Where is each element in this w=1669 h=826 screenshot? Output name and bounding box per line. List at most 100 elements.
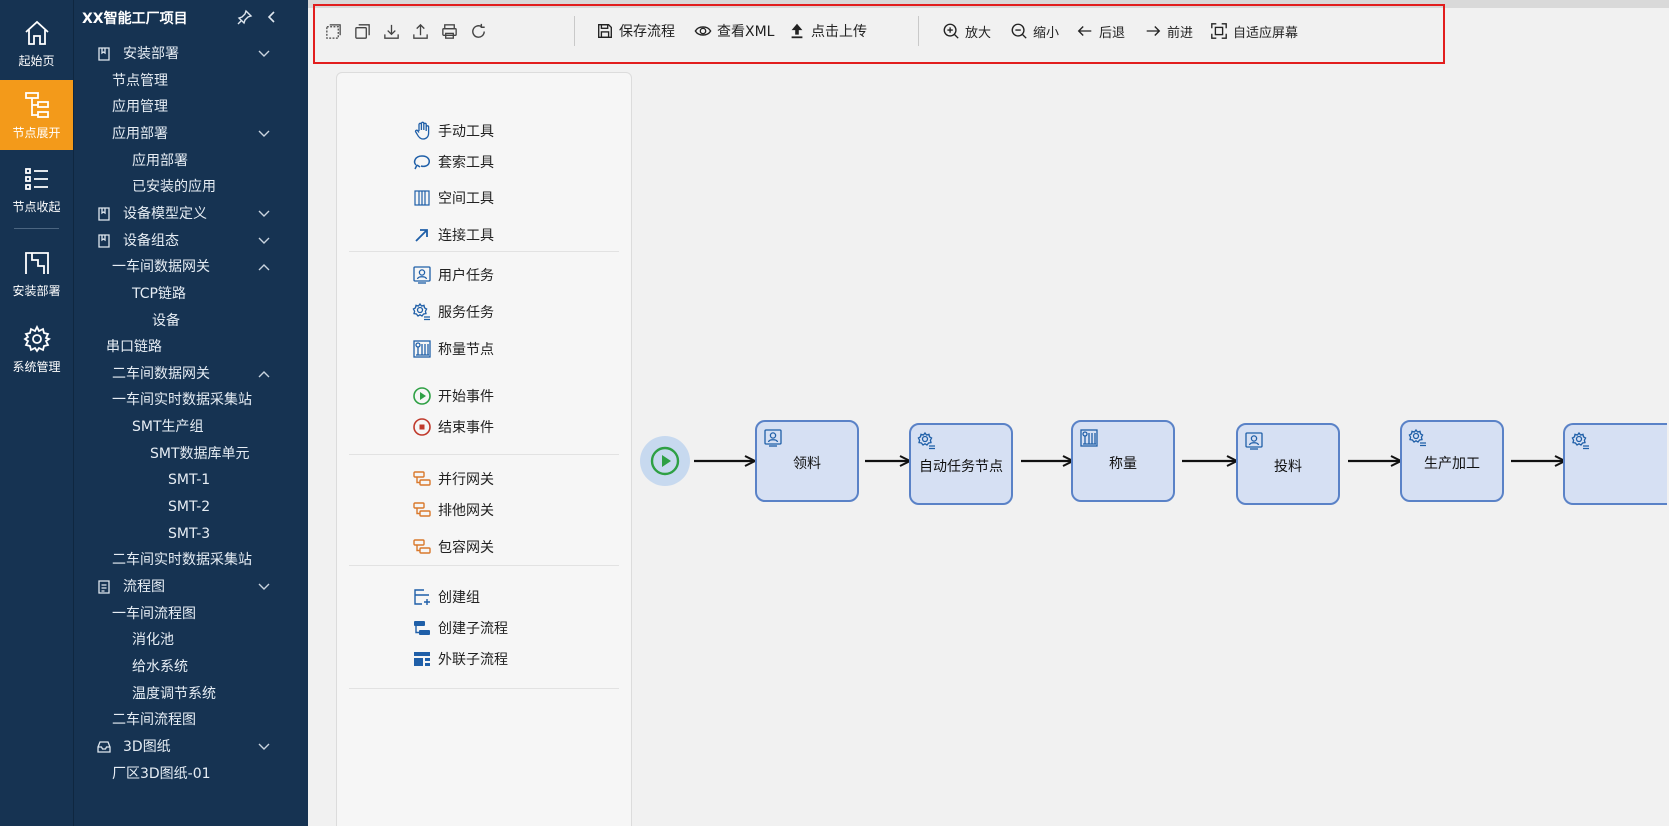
task-node[interactable]: 生产加工 xyxy=(1400,420,1504,502)
tree-item[interactable]: SMT-3 xyxy=(74,521,308,547)
task-node[interactable]: 称量 xyxy=(1071,420,1175,502)
tree-item[interactable]: SMT数据库单元 xyxy=(74,441,308,467)
task-node[interactable]: 投料 xyxy=(1236,423,1340,505)
pin-icon[interactable] xyxy=(237,9,253,25)
task-node[interactable]: 自动任务节点 xyxy=(909,423,1013,505)
palette-space-tool[interactable]: 空间工具 xyxy=(412,186,494,210)
tree-item[interactable]: 一车间数据网关 xyxy=(74,254,308,280)
zoom-out-button[interactable]: 缩小 xyxy=(1010,18,1059,44)
start-event-icon xyxy=(413,387,431,405)
project-sidebar: XX智能工厂项目 安装部署节点管理应用管理应用部署应用部署已安装的应用设备模型定… xyxy=(73,0,308,826)
rail-item-tree-collapse[interactable]: 节点收起 xyxy=(0,154,73,224)
copy-button[interactable] xyxy=(351,20,373,42)
workspace: 保存流程 查看XML 点击上传 放大 缩小 后退 前进 自适应屏 xyxy=(308,0,1669,826)
palette-parallel-gateway[interactable]: 并行网关 xyxy=(412,467,494,491)
tree-item-label: SMT生产组 xyxy=(132,419,204,435)
document-icon xyxy=(98,580,110,594)
save-flow-button[interactable]: 保存流程 xyxy=(596,18,675,44)
palette-service-task[interactable]: 服务任务 xyxy=(412,300,494,324)
tree-item-label: 3D图纸 xyxy=(123,739,171,755)
chevron-down-icon[interactable] xyxy=(258,130,270,138)
chevron-down-icon[interactable] xyxy=(258,237,270,245)
tree-item-label: 设备模型定义 xyxy=(123,206,207,222)
task-node[interactable] xyxy=(1563,423,1667,505)
undo-button[interactable]: 后退 xyxy=(1076,18,1125,44)
select-all-button[interactable] xyxy=(322,20,344,42)
tree-item-label: 一车间实时数据采集站 xyxy=(112,392,252,408)
tree-item[interactable]: 二车间流程图 xyxy=(74,707,308,733)
tree-item[interactable]: SMT生产组 xyxy=(74,414,308,440)
tree-item[interactable]: 一车间实时数据采集站 xyxy=(74,387,308,413)
gear-icon xyxy=(22,324,51,353)
tree-item[interactable]: 应用部署 xyxy=(74,121,308,147)
palette-connect-tool[interactable]: 连接工具 xyxy=(412,223,494,247)
palette-create-group[interactable]: 创建组 xyxy=(412,585,480,609)
tree-item[interactable]: 温度调节系统 xyxy=(74,681,308,707)
tree-item[interactable]: TCP链路 xyxy=(74,281,308,307)
tree-item[interactable]: 流程图 xyxy=(74,574,308,600)
print-button[interactable] xyxy=(438,20,460,42)
tree-item[interactable]: 一车间流程图 xyxy=(74,601,308,627)
rail-item-deploy[interactable]: 安装部署 xyxy=(0,238,73,308)
rail-item-system[interactable]: 系统管理 xyxy=(0,314,73,384)
tree-item-label: 应用部署 xyxy=(112,126,168,142)
tree-item[interactable]: 二车间数据网关 xyxy=(74,361,308,387)
toolbar-divider xyxy=(574,16,575,46)
save-flow-label: 保存流程 xyxy=(619,24,675,40)
rail-item-tree-expand[interactable]: 节点展开 xyxy=(0,80,73,150)
chevron-up-icon[interactable] xyxy=(258,370,270,378)
collapse-sidebar-icon[interactable] xyxy=(264,9,280,25)
palette-user-task[interactable]: 用户任务 xyxy=(412,263,494,287)
chevron-down-icon[interactable] xyxy=(258,50,270,58)
rail-item-home[interactable]: 起始页 xyxy=(0,8,73,78)
project-title: XX智能工厂项目 xyxy=(82,11,188,27)
chevron-down-icon[interactable] xyxy=(258,743,270,751)
view-xml-button[interactable]: 查看XML xyxy=(694,18,774,44)
task-node[interactable]: 领料 xyxy=(755,420,859,502)
tree-item[interactable]: 已安装的应用 xyxy=(74,174,308,200)
tree-item[interactable]: 消化池 xyxy=(74,627,308,653)
tree-item[interactable]: 厂区3D图纸-01 xyxy=(74,761,308,787)
print-icon xyxy=(441,23,457,39)
click-upload-button[interactable]: 点击上传 xyxy=(788,18,867,44)
tree-item[interactable]: 设备组态 xyxy=(74,228,308,254)
tree-item[interactable]: 节点管理 xyxy=(74,68,308,94)
tree-item[interactable]: 应用管理 xyxy=(74,94,308,120)
tree-item-label: 串口链路 xyxy=(106,339,162,355)
tree-item-label: 给水系统 xyxy=(132,659,188,675)
tree-item[interactable]: 二车间实时数据采集站 xyxy=(74,547,308,573)
tree-item[interactable]: 串口链路 xyxy=(74,334,308,360)
palette-create-subprocess[interactable]: 创建子流程 xyxy=(412,616,508,640)
tree-item[interactable]: SMT-2 xyxy=(74,494,308,520)
palette-inclusive-gateway[interactable]: 包容网关 xyxy=(412,535,494,559)
node-label: 领料 xyxy=(793,456,821,472)
zoom-in-button[interactable]: 放大 xyxy=(942,18,991,44)
tree-item[interactable]: 设备模型定义 xyxy=(74,201,308,227)
book-icon xyxy=(98,47,110,61)
chevron-down-icon[interactable] xyxy=(258,583,270,591)
palette-external-subprocess[interactable]: 外联子流程 xyxy=(412,647,508,671)
select-all-icon xyxy=(325,23,341,39)
palette-weigh-node[interactable]: 称量节点 xyxy=(412,337,494,361)
palette-end-event[interactable]: 结束事件 xyxy=(412,415,494,439)
tree-item[interactable]: 安装部署 xyxy=(74,41,308,67)
chevron-down-icon[interactable] xyxy=(258,210,270,218)
refresh-button[interactable] xyxy=(467,20,489,42)
fit-screen-button[interactable]: 自适应屏幕 xyxy=(1210,18,1298,44)
tree-item[interactable]: SMT-1 xyxy=(74,467,308,493)
palette-exclusive-gateway[interactable]: 排他网关 xyxy=(412,498,494,522)
redo-button[interactable]: 前进 xyxy=(1144,18,1193,44)
palette-hand-tool[interactable]: 手动工具 xyxy=(412,119,494,143)
start-event-node[interactable] xyxy=(640,436,690,486)
toolbar: 保存流程 查看XML 点击上传 放大 缩小 后退 前进 自适应屏 xyxy=(318,8,1428,56)
upload-button[interactable] xyxy=(409,20,431,42)
tree-item[interactable]: 给水系统 xyxy=(74,654,308,680)
tree-item[interactable]: 3D图纸 xyxy=(74,734,308,760)
download-button[interactable] xyxy=(380,20,402,42)
chevron-up-icon[interactable] xyxy=(258,263,270,271)
palette-lasso-tool[interactable]: 套索工具 xyxy=(412,150,494,174)
tree-item-label: 一车间流程图 xyxy=(112,606,196,622)
tree-item[interactable]: 设备 xyxy=(74,308,308,334)
tree-item[interactable]: 应用部署 xyxy=(74,148,308,174)
palette-start-event[interactable]: 开始事件 xyxy=(412,384,494,408)
